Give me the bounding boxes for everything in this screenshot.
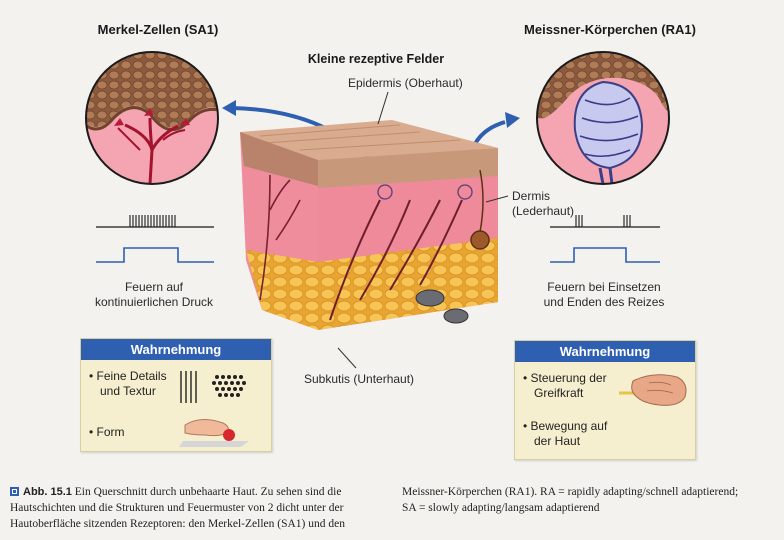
sa1-firing-description: Feuern auf kontinuierlichen Druck (76, 280, 232, 310)
ra1-firing-line2: und Enden des Reizes (543, 295, 665, 309)
merkel-magnified-view (85, 51, 219, 185)
meissner-item-grip-line2: Greifkraft (534, 386, 584, 400)
caption-line1: Ein Querschnitt durch unbehaarte Haut. Z… (74, 486, 342, 498)
meissner-title: Meissner-Körperchen (RA1) (524, 22, 696, 37)
sa1-stimulus-trace (96, 247, 214, 263)
ra1-firing-line1: Feuern bei Einsetzen (547, 280, 661, 294)
ra1-firing-pattern (550, 215, 660, 263)
epidermis-pointer (377, 91, 389, 125)
epidermis-label: Epidermis (Oberhaut) (348, 76, 463, 90)
dermis-label-line2: (Lederhaut) (512, 204, 575, 218)
meissner-item-grip: • Steuerung der Greifkraft (523, 371, 607, 400)
finger-touching-object-icon (179, 419, 249, 447)
merkel-title: Merkel-Zellen (SA1) (97, 22, 219, 37)
subkutis-pointer (337, 347, 357, 369)
merkel-item-form-label: Form (96, 425, 125, 439)
merkel-item-details-line2: und Textur (100, 384, 156, 398)
ra1-stimulus-trace (550, 247, 660, 263)
meissner-perception-box: Wahrnehmung • Steuerung der Greifkraft •… (514, 340, 696, 460)
caption-line4: Meissner-Körperchen (RA1). RA = rapidly … (402, 486, 739, 498)
receptive-field-title: Kleine rezeptive Felder (307, 52, 445, 66)
dermis-label: Dermis (Lederhaut) (512, 189, 574, 219)
meissner-item-motion-line2: der Haut (534, 434, 581, 448)
sa1-firing-pattern (96, 215, 214, 263)
meissner-item-motion: • Bewegung auf der Haut (523, 419, 608, 448)
meissner-item-motion-line1: Bewegung auf (530, 419, 608, 433)
meissner-magnified-view (536, 51, 670, 185)
meissner-item-grip-line1: Steuerung der (530, 371, 607, 385)
skin-cross-section (240, 120, 498, 330)
caption-line2: Hautschichten und die Strukturen und Feu… (10, 502, 344, 514)
sa1-firing-line1: Feuern auf (124, 280, 184, 294)
figure-label: Abb. 15.1 (23, 486, 72, 498)
merkel-item-details: • Feine Details und Textur (89, 369, 167, 398)
ra1-spike-train (575, 215, 631, 227)
texture-pattern-icon (180, 371, 246, 403)
sa1-spike-train (129, 215, 176, 227)
subkutis-label: Subkutis (Unterhaut) (304, 372, 415, 386)
merkel-perception-box: Wahrnehmung • Feine Details und Textur •… (80, 338, 272, 452)
merkel-item-details-line1: Feine Details (96, 369, 167, 383)
figure-caption-right: Meissner-Körperchen (RA1). RA = rapidly … (402, 484, 780, 516)
left-arrowhead-icon (222, 100, 236, 116)
hand-grip-icon (619, 374, 687, 406)
figure-marker-icon (10, 487, 19, 496)
dermis-label-line1: Dermis (512, 189, 550, 203)
skin-illustration (85, 51, 670, 369)
sa1-firing-line2: kontinuierlichen Druck (94, 295, 214, 309)
right-arrowhead-icon (505, 112, 520, 128)
caption-line3: Hautoberfläche sitzenden Rezeptoren: den… (10, 518, 345, 530)
ra1-firing-description: Feuern bei Einsetzen und Enden des Reize… (522, 280, 686, 310)
dermis-pointer (485, 195, 509, 203)
figure-caption-left: Abb. 15.1 Ein Querschnitt durch unbehaar… (10, 484, 394, 532)
caption-line5: SA = slowly adapting/langsam adaptierend (402, 502, 600, 514)
merkel-item-form: • Form (89, 425, 125, 439)
meissner-perception-header: Wahrnehmung (515, 341, 695, 362)
merkel-perception-header: Wahrnehmung (81, 339, 271, 360)
